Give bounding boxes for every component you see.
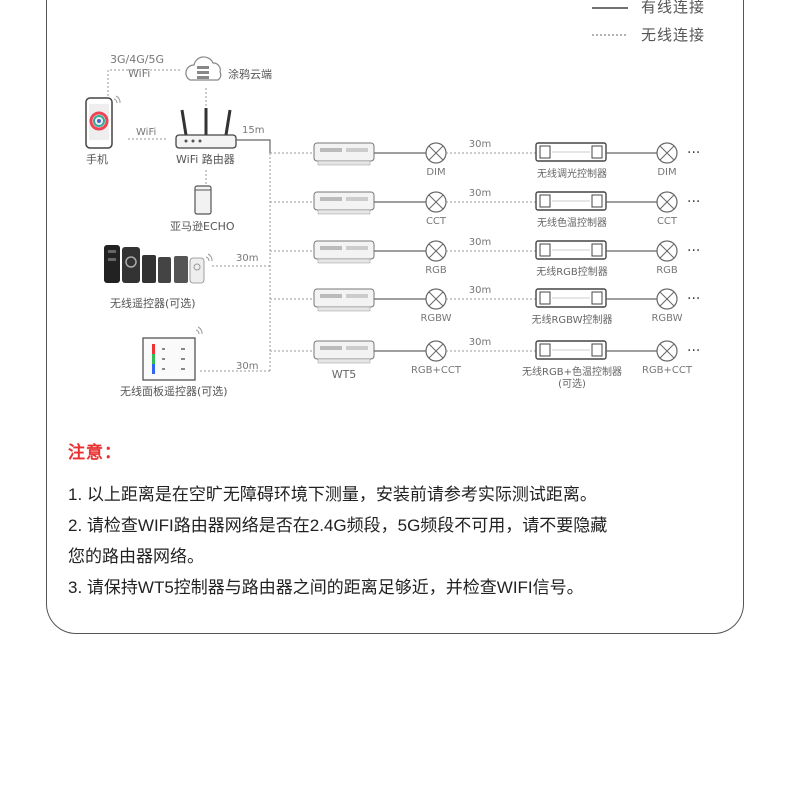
lamp-icon: [425, 288, 447, 310]
router-distance: 15m: [242, 125, 264, 136]
lamp-type-label: DIM: [657, 167, 676, 178]
controller-label: 无线色温控制器: [537, 216, 607, 229]
lamp-icon: [425, 340, 447, 362]
connection-diagram: 3G/4G/5G WiFi 涂鸦云端 手机 WiFi WiFi 路由器 15m: [85, 53, 700, 398]
router-icon: [175, 108, 237, 149]
lamp-type-label: RGB+CCT: [411, 365, 462, 376]
legend-wired-line: [592, 7, 628, 9]
lamp-icon: [656, 191, 678, 213]
echo-label: 亚马逊ECHO: [170, 220, 235, 233]
echo-icon: [194, 185, 212, 215]
legend-wireless-label: 无线连接: [641, 27, 706, 44]
more-ellipsis: ···: [687, 145, 700, 161]
lamp-type-label: RGB: [425, 265, 447, 276]
notes-section: 注意： 1. 以上距离是在空旷无障碍环境下测量，安装前请参考实际测试距离。 2.…: [68, 438, 728, 603]
cloud-label: 涂鸦云端: [228, 67, 272, 81]
lamp-type-label: CCT: [426, 216, 447, 227]
lamp-icon: [656, 240, 678, 262]
lamp-type-label: DIM: [426, 167, 445, 178]
wireless-controller-icon: [535, 288, 607, 308]
lamp-icon: [656, 288, 678, 310]
lamp-icon: [425, 240, 447, 262]
more-ellipsis: ···: [687, 343, 700, 359]
panel-distance: 30m: [236, 361, 258, 372]
remote-distance: 30m: [236, 253, 258, 264]
controller-rows: DIM 30m 无线调光控制器 DIM ··· CCT 30m 无线色温控制器 CCT ··· RG…: [270, 139, 700, 390]
remote-label: 无线遥控器(可选): [110, 296, 196, 310]
notes-title: 注意：: [68, 443, 122, 462]
controller-label: 无线RGB+色温控制器: [522, 365, 622, 378]
note-line-3: 3. 请保持WT5控制器与路由器之间的距离足够近，并检查WIFI信号。: [68, 578, 584, 597]
note-line-2: 2. 请检查WIFI路由器网络是否在2.4G频段，5G频段不可用，请不要隐藏: [68, 516, 608, 535]
panel-signal-icon: [195, 326, 203, 335]
lamp-icon: [425, 191, 447, 213]
lamp-type-label: RGBW: [651, 313, 682, 324]
network-link: [107, 69, 182, 96]
router-wired-link: [236, 139, 271, 153]
wireless-controller-icon: [535, 240, 607, 260]
legend-wireless-line: [592, 34, 628, 36]
more-ellipsis: ···: [687, 194, 700, 210]
wireless-controller-icon: [535, 340, 607, 360]
lamp-type-label: RGB+CCT: [642, 365, 693, 376]
note-line-2-cont: 您的路由器网络。: [68, 547, 204, 566]
phone-label: 手机: [86, 152, 108, 166]
content-frame: [46, 0, 744, 634]
distance-label: 30m: [469, 139, 491, 150]
wt5-controller-icon: [313, 142, 375, 166]
distance-label: 30m: [469, 237, 491, 248]
wt5-controller-icon: [313, 288, 375, 312]
more-ellipsis: ···: [687, 243, 700, 259]
lamp-type-label: RGB: [656, 265, 678, 276]
router-label: WiFi 路由器: [176, 152, 235, 166]
panel-remote-icon: [142, 337, 196, 381]
controller-label: 无线RGBW控制器: [531, 313, 612, 326]
lamp-icon: [656, 340, 678, 362]
network-label: 3G/4G/5G: [110, 53, 164, 66]
phone-wifi-label: WiFi: [136, 127, 156, 138]
distance-label: 30m: [469, 337, 491, 348]
wireless-controller-icon: [535, 142, 607, 162]
panel-label: 无线面板遥控器(可选): [120, 384, 228, 398]
wireless-controller-icon: [535, 191, 607, 211]
lamp-type-label: CCT: [657, 216, 678, 227]
lamp-icon: [425, 142, 447, 164]
wt5-controller-icon: [313, 240, 375, 264]
lamp-type-label: RGBW: [420, 313, 451, 324]
controller-note: (可选): [558, 377, 586, 390]
wt5-controller-icon: [313, 340, 375, 364]
wt5-controller-icon: [313, 191, 375, 215]
controller-label: 无线调光控制器: [537, 167, 607, 180]
controller-label: 无线RGB控制器: [536, 265, 608, 278]
lamp-icon: [656, 142, 678, 164]
phone-icon: [85, 97, 113, 149]
note-line-1: 1. 以上距离是在空旷无障碍环境下测量，安装前请参考实际测试距离。: [68, 485, 597, 504]
phone-signal-icon: [113, 95, 121, 104]
more-ellipsis: ···: [687, 291, 700, 307]
network-wifi-label: WiFi: [128, 67, 150, 80]
cloud-icon: [185, 56, 222, 81]
distance-label: 30m: [469, 188, 491, 199]
legend-wired-label: 有线连接: [641, 0, 706, 16]
distance-label: 30m: [469, 285, 491, 296]
remote-signal-icon: [205, 253, 213, 262]
remote-controllers-icon: [104, 245, 205, 284]
wt5-label: WT5: [332, 368, 357, 381]
